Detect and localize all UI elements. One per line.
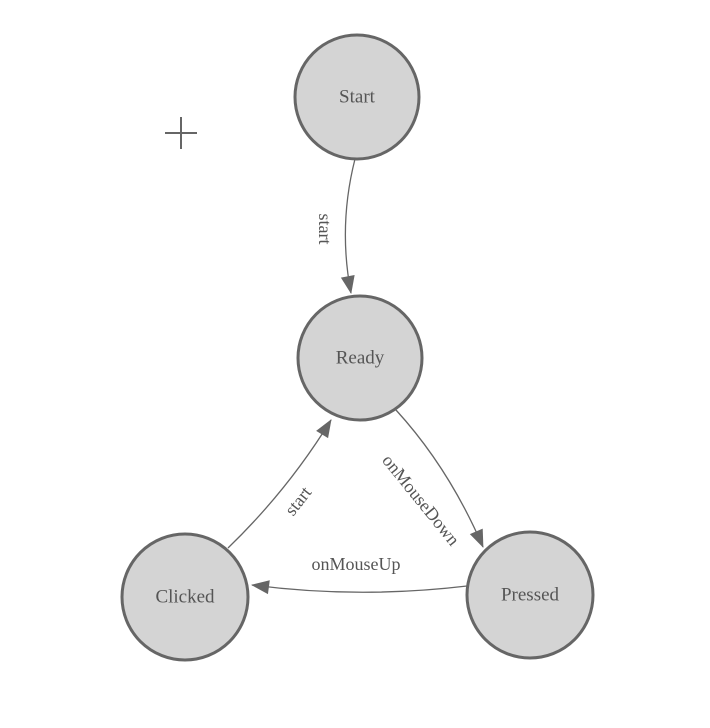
state-node-circle-ready [296, 294, 424, 422]
state-node-circle-start [293, 33, 421, 161]
plus-icon [165, 117, 197, 149]
state-node-label-start: Start [339, 87, 376, 108]
edge-clicked-ready-label: start [281, 483, 316, 520]
edge-pressed-clicked-path[interactable] [251, 580, 468, 595]
edge-clicked-ready-path[interactable] [227, 419, 332, 549]
state-node-circle-clicked [120, 532, 250, 662]
state-node-label-ready: Ready [336, 348, 385, 369]
state-node-start[interactable]: Start [293, 33, 421, 161]
edge-pressed-clicked: onMouseUp [251, 554, 468, 595]
edge-pressed-clicked-label: onMouseUp [312, 554, 401, 574]
edge-ready-pressed: onMouseDown [378, 409, 484, 550]
state-node-label-pressed: Pressed [501, 585, 560, 606]
edge-start-ready-label: start [315, 214, 335, 245]
edge-clicked-ready: start [227, 419, 332, 549]
edge-ready-pressed-label: onMouseDown [378, 451, 463, 550]
state-node-clicked[interactable]: Clicked [120, 532, 250, 662]
state-node-ready[interactable]: Ready [296, 294, 424, 422]
state-node-pressed[interactable]: Pressed [465, 530, 595, 660]
state-node-circle-pressed [465, 530, 595, 660]
edge-start-ready: start [315, 158, 356, 294]
state-node-label-clicked: Clicked [155, 587, 215, 608]
edge-ready-pressed-path[interactable] [395, 409, 484, 548]
edge-start-ready-path[interactable] [340, 158, 356, 294]
